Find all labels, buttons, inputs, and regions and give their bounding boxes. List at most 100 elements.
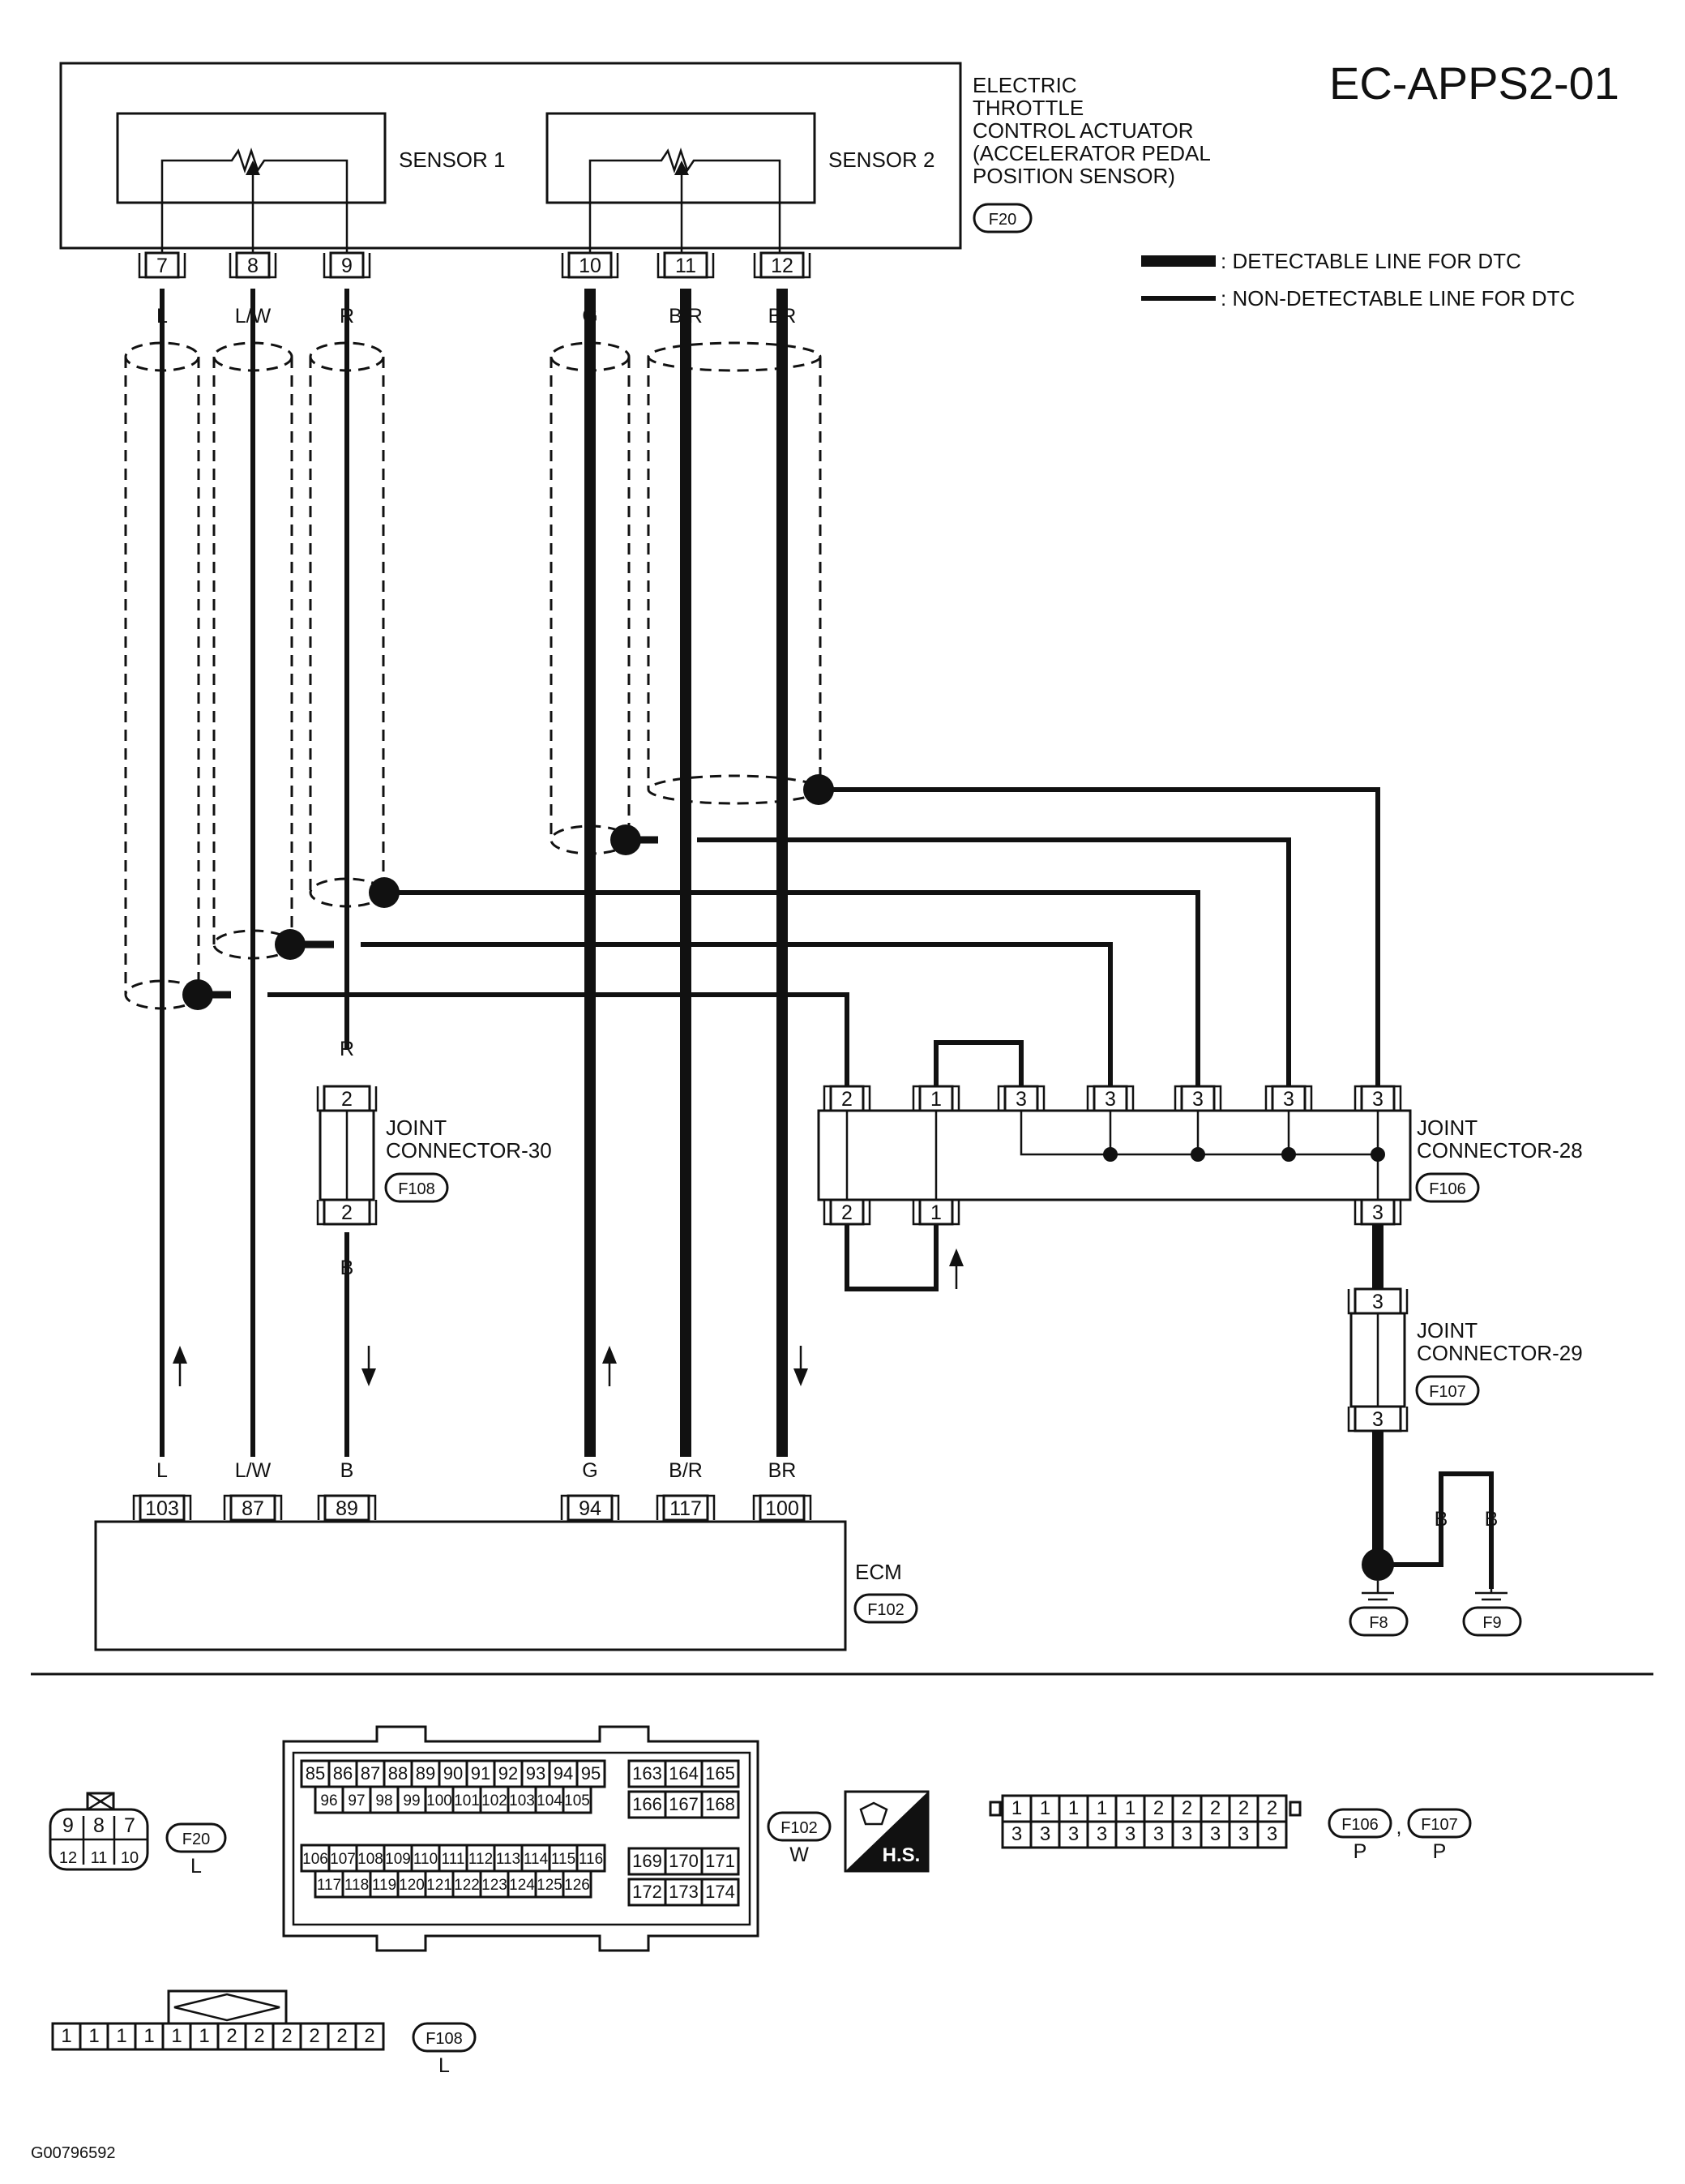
f102-face-pin: 2 — [1238, 1797, 1249, 1819]
ecm-wire-color-2: B — [340, 1459, 354, 1482]
f102-face-pin: 171 — [705, 1851, 735, 1871]
jc28-top-pin-2: 3 — [997, 1085, 1046, 1112]
f102-face-pin: 86 — [333, 1763, 353, 1784]
ground-f9 — [1462, 1606, 1522, 1637]
f102-face-pin: 106 — [302, 1851, 328, 1868]
f20-face-pin: 9 — [62, 1814, 74, 1837]
f102-face-pin: 100 — [426, 1792, 452, 1809]
f102-face-id: F102 — [780, 1819, 818, 1837]
f102-face-color: W — [789, 1844, 809, 1866]
f20-face-pin: 8 — [93, 1814, 105, 1837]
f102-face-pin: 125 — [537, 1877, 562, 1894]
svg-text:F9: F9 — [1482, 1614, 1501, 1632]
f102-face-pin: 172 — [632, 1882, 662, 1902]
f102-face-pin: 2 — [336, 2025, 347, 2047]
ground-f8 — [1349, 1606, 1409, 1637]
svg-text:12: 12 — [771, 255, 793, 277]
svg-text:1: 1 — [930, 1088, 942, 1111]
jc28-top-pin-6: 3 — [1354, 1085, 1402, 1112]
ecm-pin-100: 100 — [752, 1494, 812, 1522]
svg-text:1: 1 — [930, 1201, 942, 1224]
jc30-bottom-pin: 2 — [341, 1201, 353, 1224]
svg-text:117: 117 — [669, 1497, 702, 1520]
top-pin-11: 11 — [656, 251, 715, 279]
f102-face-pin: 112 — [468, 1851, 493, 1868]
svg-text:89: 89 — [336, 1497, 358, 1520]
f102-face-pin: 2 — [1182, 1797, 1192, 1819]
joint-connector-30: R 2 2 B JOINT CONNECTOR-30 F108 — [316, 1038, 552, 1279]
f102-face-pin: 93 — [526, 1763, 545, 1784]
legend-non-detectable: : NON-DETECTABLE LINE FOR DTC — [1221, 286, 1575, 310]
ecm-wire-color-0: L — [156, 1459, 168, 1482]
f102-face-pin: 2 — [226, 2025, 237, 2047]
f102-face-pin: 1 — [171, 2025, 182, 2047]
f108-face-id: F108 — [426, 2030, 463, 2048]
jc29-bottom-pin: 3 — [1372, 1408, 1383, 1431]
svg-text:F8: F8 — [1369, 1614, 1388, 1632]
top-pin-9: 9 — [323, 251, 371, 279]
f102-face-pin: 3 — [1125, 1823, 1135, 1845]
f102-face-pin: 163 — [632, 1763, 662, 1784]
f102-face-pin: 97 — [348, 1792, 365, 1809]
f106-face-separator: , — [1396, 1816, 1402, 1839]
f102-face-pin: 107 — [330, 1851, 356, 1868]
f102-face-pin: 123 — [481, 1877, 507, 1894]
ecm-pin-87: 87 — [223, 1494, 283, 1522]
f102-face-pin: 2 — [254, 2025, 264, 2047]
sensor1-potentiometer-symbol — [160, 148, 349, 253]
figure-code: G00796592 — [31, 2144, 116, 2162]
svg-text:100: 100 — [765, 1497, 799, 1520]
f102-face-pin: 3 — [1040, 1823, 1050, 1845]
jc28-bottom-pin-0: 2 — [823, 1198, 871, 1226]
f20-face-pin: 10 — [121, 1849, 139, 1867]
jc28-top-pin-4: 3 — [1174, 1085, 1222, 1112]
f102-face-pin: 88 — [388, 1763, 408, 1784]
f102-face-pin: 3 — [1068, 1823, 1079, 1845]
jc29-connector-id: F107 — [1429, 1383, 1466, 1401]
svg-text:8: 8 — [247, 255, 259, 277]
f102-face-pin: 121 — [426, 1877, 452, 1894]
svg-text:3: 3 — [1016, 1088, 1027, 1111]
f106-face-color: P — [1354, 1840, 1367, 1863]
jc28-label: JOINT CONNECTOR-28 — [1417, 1116, 1583, 1163]
f20-face-id: F20 — [182, 1831, 210, 1848]
page-title: EC-APPS2-01 — [1329, 58, 1619, 109]
svg-text:11: 11 — [675, 255, 696, 277]
jc28-top-pin-3: 3 — [1086, 1085, 1135, 1112]
f102-face-pin: 2 — [1210, 1797, 1221, 1819]
f102-face-pin: 85 — [306, 1763, 325, 1784]
ecm-connector-id: F102 — [853, 1593, 918, 1624]
shield-drain-wires — [182, 774, 1380, 1090]
svg-text:2: 2 — [841, 1088, 853, 1111]
f102-face-pin: 2 — [309, 2025, 319, 2047]
f102-face-pin: 119 — [372, 1877, 396, 1894]
jc30-top-pin: 2 — [341, 1088, 353, 1111]
f102-face-pin: 96 — [320, 1792, 337, 1809]
svg-text:F102: F102 — [867, 1601, 905, 1619]
f102-face-pin: 91 — [471, 1763, 490, 1784]
f102-face-pin: 113 — [496, 1851, 520, 1868]
f102-face-pin: 1 — [143, 2025, 154, 2047]
f102-face-pin: 3 — [1267, 1823, 1277, 1845]
f102-face-pin: 165 — [705, 1763, 735, 1784]
f102-face-pin: 89 — [416, 1763, 435, 1784]
f102-face-pin: 3 — [1238, 1823, 1249, 1845]
svg-text:2: 2 — [841, 1201, 853, 1224]
f107-face-id: F107 — [1421, 1816, 1458, 1834]
ecm-pin-117: 117 — [656, 1494, 716, 1522]
ecm-label: ECM — [855, 1560, 902, 1584]
jc28-bottom-pin-1: 1 — [912, 1198, 960, 1226]
f20-face-pin: 11 — [91, 1849, 108, 1867]
f102-face-pin: 1 — [1125, 1797, 1135, 1819]
f102-face-pin: 164 — [669, 1763, 699, 1784]
f102-face-pin: 95 — [581, 1763, 601, 1784]
shield-lines — [124, 341, 822, 1010]
f102-face-pin: 101 — [454, 1792, 480, 1809]
